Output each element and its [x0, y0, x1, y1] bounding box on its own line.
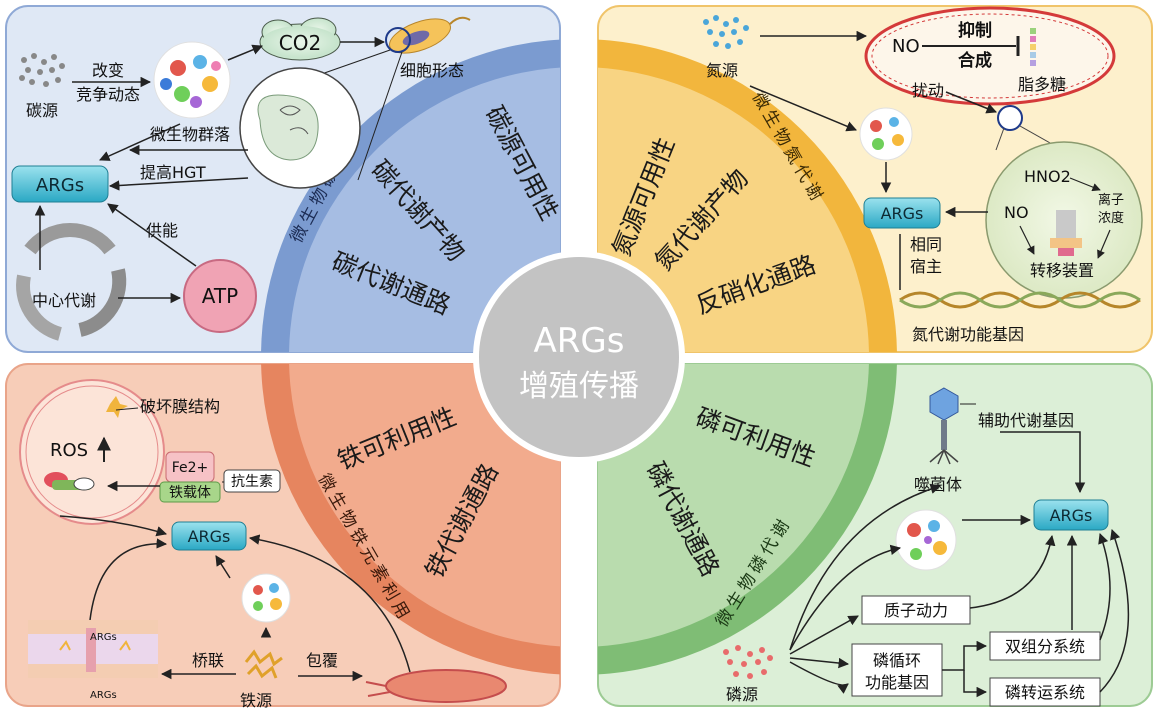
membrane-damage-icon [106, 396, 128, 418]
phos-args-label: ARGs [1050, 506, 1093, 525]
cell-morphology-label: 细胞形态 [400, 61, 464, 80]
inhibit-label: 抑制 [958, 20, 992, 41]
atp-circle: ATP [183, 259, 257, 333]
dna-helix-icon [899, 291, 1141, 309]
cell-zoom-icon [239, 49, 403, 189]
hgt-label: 提高HGT [140, 163, 206, 182]
no-label: NO [1004, 203, 1029, 222]
hno2-label: HNO2 [1024, 167, 1071, 186]
conc-label: 浓度 [1098, 210, 1124, 226]
phage-label: 噬菌体 [914, 475, 962, 494]
no-top-label: NO [892, 36, 920, 57]
antibiotic-label: 抗生素 [231, 474, 273, 490]
transfer-label: 转移装置 [1030, 261, 1094, 280]
change-label: 改变 [92, 61, 124, 80]
bridge-label: 桥联 [192, 651, 224, 670]
ros-label: ROS [50, 440, 88, 461]
energy-label: 供能 [146, 221, 178, 240]
carbon-args-box: ARGs [11, 165, 109, 203]
center-subtitle: 增殖传播 [519, 369, 639, 404]
iron-args-label: ARGs [188, 527, 231, 546]
carbon-source-dots [19, 53, 65, 87]
same-label: 相同 [910, 235, 942, 254]
p-cycle-label2: 功能基因 [865, 673, 929, 692]
center-circle: ARGs 增殖传播 [473, 251, 685, 463]
siderophore-label: 铁载体 [169, 485, 211, 501]
iron-details: 破坏膜结构 ROS Fe2+ 铁载体 抗生素 ARGs [19, 379, 507, 710]
fe-label: Fe2+ [172, 460, 209, 476]
args-small-top: ARGs [90, 632, 117, 643]
iron-args-box: ARGs [171, 521, 247, 551]
siderophore-icon: Fe2+ 铁载体 [159, 451, 221, 503]
p-transport-label: 磷转运系统 [1005, 683, 1085, 702]
nitrogen-args-label: ARGs [881, 204, 924, 223]
iron-source-icon [244, 649, 283, 679]
pmf-label: 质子动力 [884, 601, 948, 620]
carbon-details: 碳源 改变 竞争动态 微生物群落 CO2 细胞形态 [11, 16, 471, 341]
phos-source-dots [723, 645, 773, 679]
nitrogen-details: 氮源 NO 抑制 合成 脂多糖 扰动 HNO2 离子 浓度 NO [703, 6, 1143, 344]
functional-genes-label: 氮代谢功能基因 [912, 325, 1024, 344]
lps-icon [1030, 28, 1036, 66]
competition-label: 竞争动态 [76, 85, 140, 104]
args-small-bottom: ARGs [90, 690, 117, 701]
disturb-label: 扰动 [912, 81, 944, 100]
ion-label: 离子 [1098, 192, 1124, 208]
p-source-label: 磷源 [726, 685, 758, 704]
co2-cloud: CO2 [259, 17, 341, 61]
ros-cell-icon [44, 472, 95, 491]
phage-icon [929, 387, 959, 465]
iron-community-icon [241, 573, 291, 623]
membrane-label: 破坏膜结构 [140, 397, 220, 416]
membrane-icon [28, 620, 158, 678]
nitrogen-community-icon [859, 107, 913, 161]
center-title: ARGs [534, 321, 625, 361]
phos-community-icon [895, 509, 957, 571]
synthesis-label: 合成 [958, 50, 992, 71]
phosphorus-quadrant [597, 363, 1153, 707]
carbon-args-label: ARGs [36, 175, 84, 196]
lps-label: 脂多糖 [1018, 75, 1066, 94]
central-metabolism-cycle [16, 223, 127, 341]
carbon-source-label: 碳源 [26, 101, 58, 120]
coated-bacterium-icon [365, 669, 507, 703]
phosphorus-details: 辅助代谢基因 噬菌体 ARGs 质子动力 磷循环 功能基因 双组分系统 磷转运系… [723, 387, 1130, 707]
coat-label: 包覆 [306, 651, 338, 670]
nitrogen-source-dots [703, 15, 749, 49]
nitrogen-source-label: 氮源 [706, 61, 738, 80]
co2-label: CO2 [279, 31, 321, 55]
p-cycle-label1: 磷循环 [873, 651, 921, 670]
iron-source-label: 铁源 [240, 691, 272, 710]
bacterium-icon [385, 16, 471, 54]
aux-genes-label: 辅助代谢基因 [978, 411, 1074, 430]
community-label: 微生物群落 [150, 125, 230, 144]
atp-label: ATP [202, 284, 238, 308]
nitrogen-args-box: ARGs [863, 197, 941, 229]
transfer-apparatus-icon [1050, 210, 1082, 256]
two-comp-label: 双组分系统 [1005, 637, 1085, 656]
host-label: 宿主 [910, 257, 942, 276]
microbial-community-icon [153, 41, 231, 119]
central-label: 中心代谢 [32, 291, 96, 310]
phos-args-box: ARGs [1033, 499, 1109, 531]
